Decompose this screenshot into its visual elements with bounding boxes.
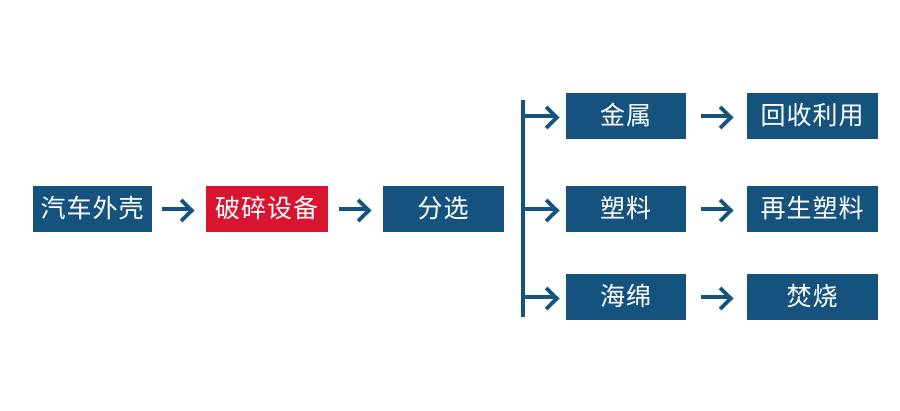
arrow-head [709,198,734,223]
branch-arrow-icon [523,104,561,130]
arrow-head [709,286,734,311]
arrow-head [170,198,195,223]
arrow-head [535,198,560,223]
arrow-right-icon [701,197,735,223]
arrow-stem [523,114,554,118]
arrow-right-icon [339,197,373,223]
node-incineration: 焚烧 [747,274,878,320]
arrow-head [535,286,560,311]
arrow-right-icon [701,104,735,130]
arrow-stem [162,207,189,211]
node-sorting: 分选 [383,186,504,232]
arrow-head [535,105,560,130]
arrow-stem [523,207,554,211]
node-metal: 金属 [566,93,686,139]
node-car-shell: 汽车外壳 [33,186,152,232]
node-recycle-reuse: 回收利用 [747,93,878,139]
node-plastic: 塑料 [566,186,686,232]
arrow-stem [701,114,728,118]
arrow-right-icon [701,285,735,311]
arrow-right-icon [162,197,196,223]
arrow-stem [701,207,728,211]
branch-arrow-icon [523,197,561,223]
arrow-stem [523,295,554,299]
arrow-stem [701,295,728,299]
arrow-head [347,198,372,223]
node-sponge: 海绵 [566,274,686,320]
arrow-head [709,105,734,130]
node-crushing-equipment: 破碎设备 [206,186,328,232]
node-recycled-plastic: 再生塑料 [747,186,878,232]
arrow-stem [339,207,366,211]
branch-arrow-icon [523,285,561,311]
